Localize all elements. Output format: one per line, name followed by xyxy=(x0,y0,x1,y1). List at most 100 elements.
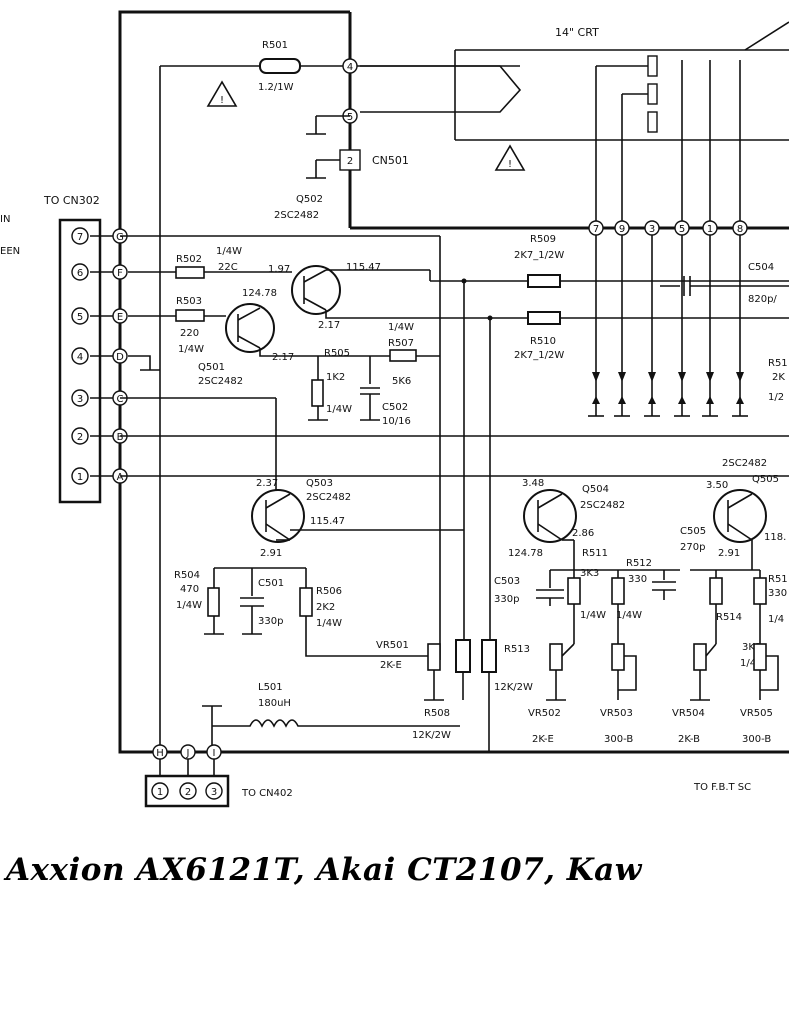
svg-text:12K/2W: 12K/2W xyxy=(494,682,533,693)
svg-text:!: ! xyxy=(220,95,224,106)
svg-text:R501: R501 xyxy=(262,40,288,51)
cn302-pin xyxy=(71,427,89,445)
cn302-pin xyxy=(71,347,89,365)
cn501-pin-5: 5 xyxy=(347,112,353,123)
r512-resistor: R512 330 1/4W xyxy=(611,558,652,644)
cn302-pin-number: 3 xyxy=(77,394,83,405)
svg-text:2.17: 2.17 xyxy=(272,352,294,363)
svg-text:1: 1 xyxy=(707,224,713,235)
cn302-pin-letter: D xyxy=(116,352,124,363)
cn501-connector: 4 5 2 CN501 xyxy=(160,58,522,179)
svg-text:R512: R512 xyxy=(626,558,652,569)
c505-capacitor: C505 270p xyxy=(652,526,706,600)
vr501-potentiometer: VR501 2K-E xyxy=(376,640,444,701)
r511-resistor: R511 3K3 1/4W xyxy=(567,548,608,644)
svg-text:1/4W: 1/4W xyxy=(580,610,606,621)
cn501-pin-2: 2 xyxy=(347,156,353,167)
r507-resistor: 1/4W R507 5K6 xyxy=(388,322,440,387)
warning-icon: ! xyxy=(206,80,238,107)
cn402-pin-number: 2 xyxy=(185,787,191,798)
r501-resistor: R501 1.2/1W xyxy=(258,40,301,93)
svg-text:C505: C505 xyxy=(680,526,706,537)
svg-text:R511: R511 xyxy=(582,548,608,559)
svg-text:2K-B: 2K-B xyxy=(678,734,700,745)
r504-resistor: R504 470 1/4W xyxy=(174,568,224,635)
svg-text:C503: C503 xyxy=(494,576,520,587)
cn302-label: TO CN302 xyxy=(43,194,100,207)
cn302-pin-number: 4 xyxy=(77,352,83,363)
vr502-potentiometer: VR502 2K-E xyxy=(528,643,575,745)
q505-transistor: 3.50 2.91 118. 2SC2482 Q505 xyxy=(706,458,786,559)
svg-text:330: 330 xyxy=(768,588,787,599)
svg-text:300-B: 300-B xyxy=(604,734,633,745)
svg-text:Q504: Q504 xyxy=(582,484,609,495)
cn302-pin-letter: B xyxy=(117,432,124,443)
svg-text:330: 330 xyxy=(628,574,647,585)
q501-transistor: 124.78 2.17 Q501 2SC2482 xyxy=(198,288,294,387)
svg-text:2.17: 2.17 xyxy=(318,320,340,331)
cn302-pin xyxy=(71,467,89,485)
svg-text:115.47: 115.47 xyxy=(346,262,381,273)
cn302-pin-letter: C xyxy=(117,394,124,405)
svg-text:1/4W: 1/4W xyxy=(216,246,242,257)
cn302-pin-letter: G xyxy=(116,232,124,243)
q504-transistor: 3.48 124.78 2.86 Q504 2SC2482 xyxy=(508,478,625,559)
svg-text:Q503: Q503 xyxy=(306,478,333,489)
svg-text:22C: 22C xyxy=(218,262,238,273)
c501-capacitor: C501 330p xyxy=(240,568,284,635)
cn302-pin-number: 6 xyxy=(77,268,83,279)
cn302-pin xyxy=(71,389,89,407)
svg-text:3.50: 3.50 xyxy=(706,480,728,491)
svg-text:VR505: VR505 xyxy=(740,708,773,719)
svg-text:7: 7 xyxy=(593,224,599,235)
vr505-potentiometer: VR505 300-B xyxy=(740,643,779,745)
svg-text:VR502: VR502 xyxy=(528,708,561,719)
svg-text:1/4W: 1/4W xyxy=(326,404,352,415)
svg-text:820p/: 820p/ xyxy=(748,294,777,305)
r508-resistor: R508 12K/2W xyxy=(412,639,497,752)
svg-text:R510: R510 xyxy=(530,336,556,347)
cn302-pin xyxy=(71,227,89,245)
svg-text:R506: R506 xyxy=(316,586,342,597)
svg-text:1.97: 1.97 xyxy=(268,264,290,275)
svg-text:1/2: 1/2 xyxy=(768,392,784,403)
vr504-potentiometer: VR504 2K-B xyxy=(672,643,717,745)
cn402-pin-letter: I xyxy=(213,748,216,759)
svg-text:2.91: 2.91 xyxy=(260,548,282,559)
crt-label: 14" CRT xyxy=(555,26,599,39)
svg-text:3: 3 xyxy=(649,224,655,235)
svg-text:2SC2482: 2SC2482 xyxy=(722,458,767,469)
fbt-label: TO F.B.T SC xyxy=(693,782,751,793)
cn302-pin-number: 2 xyxy=(77,432,83,443)
r502-resistor: R502 1/4W 22C xyxy=(175,246,242,279)
cn302-pin-letter: F xyxy=(117,268,123,279)
cn402-pin-letter: H xyxy=(156,748,164,759)
svg-text:C504: C504 xyxy=(748,262,774,273)
svg-text:2K7_1/2W: 2K7_1/2W xyxy=(514,350,564,361)
c502-capacitor: C502 10/16 xyxy=(360,356,411,427)
svg-text:R505: R505 xyxy=(324,348,350,359)
q502-transistor: 1.97 115.47 2.17 xyxy=(268,262,381,331)
svg-text:L501: L501 xyxy=(258,682,283,693)
svg-text:Q505: Q505 xyxy=(752,474,779,485)
cn402-label: TO CN402 xyxy=(241,788,293,799)
schematic-diagram: 14" CRT 4 5 2 CN501 R501 1.2/1W ! ! Q502… xyxy=(0,10,789,808)
r506-resistor: R506 2K2 1/4W xyxy=(299,568,428,657)
cn302-pin xyxy=(71,307,89,325)
q502-type: 2SC2482 xyxy=(274,210,319,221)
svg-text:2SC2482: 2SC2482 xyxy=(198,376,243,387)
svg-text:C501: C501 xyxy=(258,578,284,589)
svg-text:VR501: VR501 xyxy=(376,640,409,651)
svg-text:10/16: 10/16 xyxy=(382,416,411,427)
svg-text:2K-E: 2K-E xyxy=(532,734,554,745)
cn302-pin-letter: E xyxy=(117,312,123,323)
r510-resistor: R510 2K7_1/2W xyxy=(514,311,564,361)
svg-text:9: 9 xyxy=(619,224,625,235)
svg-text:1K2: 1K2 xyxy=(326,372,345,383)
c503-capacitor: C503 330p xyxy=(494,570,564,606)
svg-text:R51: R51 xyxy=(768,574,788,585)
cn302-pin-letter: A xyxy=(117,472,124,483)
l501-inductor: L501 180uH xyxy=(202,682,460,752)
svg-text:3K3: 3K3 xyxy=(580,568,599,579)
